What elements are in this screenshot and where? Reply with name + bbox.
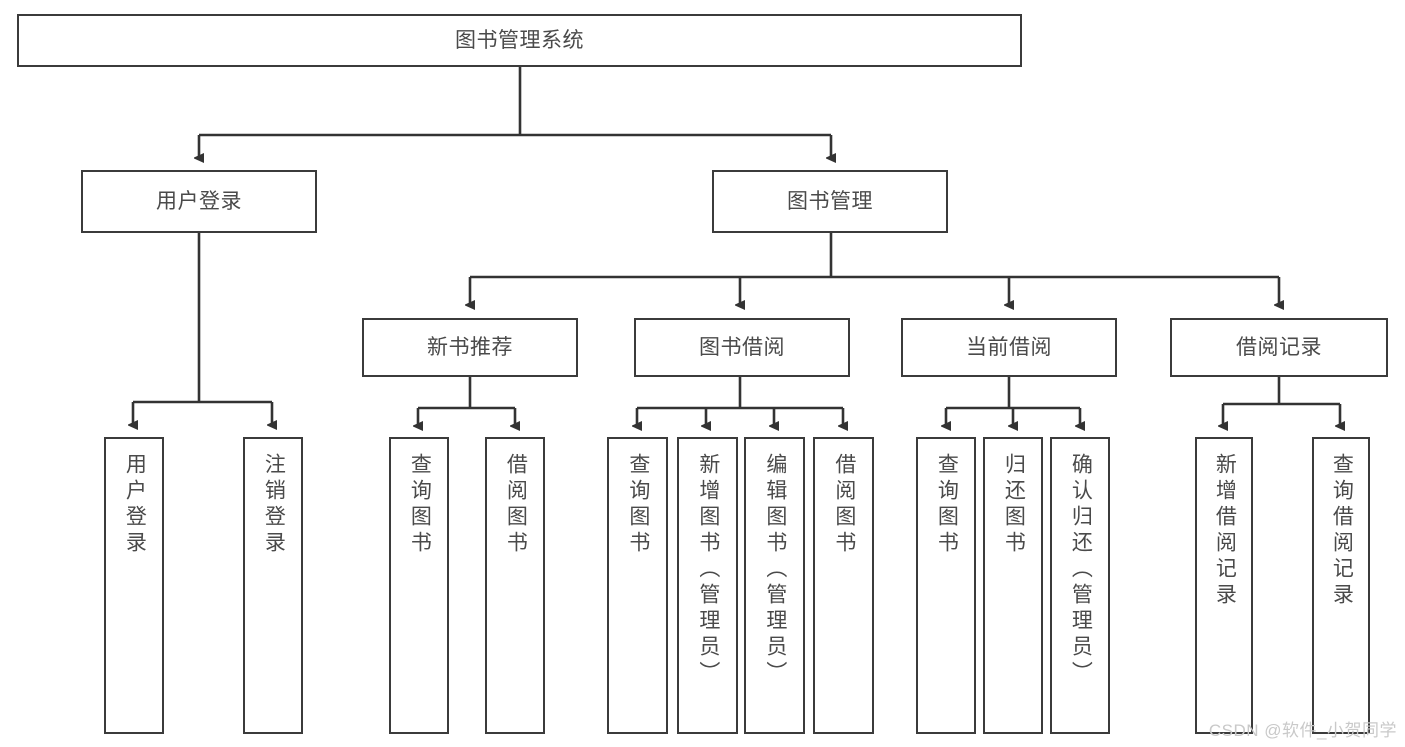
node-user-login-label: 用户登录 — [156, 189, 242, 213]
node-current-borrow-label: 当前借阅 — [966, 335, 1052, 359]
leaf-label: 借阅图书 — [832, 453, 856, 557]
leaf-book-borrow-3[interactable]: 借阅图书 — [813, 437, 874, 734]
leaf-current-borrow-0[interactable]: 查询图书 — [916, 437, 976, 734]
node-root-label: 图书管理系统 — [455, 28, 584, 52]
node-new-book-recommend-label: 新书推荐 — [427, 335, 513, 359]
leaf-user-login-1[interactable]: 注销登录 — [243, 437, 303, 734]
leaf-book-borrow-2[interactable]: 编辑图书（管理员） — [744, 437, 805, 734]
leaf-current-borrow-1[interactable]: 归还图书 — [983, 437, 1043, 734]
node-book-management[interactable]: 图书管理 — [712, 170, 948, 233]
leaf-label: 确认归还（管理员） — [1069, 453, 1093, 687]
leaf-label: 注销登录 — [262, 453, 286, 557]
csdn-watermark: CSDN @软件_小贺同学 — [1208, 721, 1397, 740]
leaf-book-borrow-1[interactable]: 新增图书（管理员） — [677, 437, 738, 734]
node-root[interactable]: 图书管理系统 — [17, 14, 1022, 67]
node-user-login[interactable]: 用户登录 — [81, 170, 317, 233]
leaf-borrow-record-0[interactable]: 新增借阅记录 — [1195, 437, 1253, 734]
node-borrow-record-label: 借阅记录 — [1236, 335, 1322, 359]
leaf-new-book-recommend-1[interactable]: 借阅图书 — [485, 437, 545, 734]
leaf-book-borrow-0[interactable]: 查询图书 — [607, 437, 668, 734]
leaf-label: 查询借阅记录 — [1330, 453, 1354, 609]
node-book-management-label: 图书管理 — [787, 189, 873, 213]
leaf-current-borrow-2[interactable]: 确认归还（管理员） — [1050, 437, 1110, 734]
leaf-label: 用户登录 — [123, 453, 147, 557]
leaf-user-login-0[interactable]: 用户登录 — [104, 437, 164, 734]
node-book-borrow[interactable]: 图书借阅 — [634, 318, 850, 377]
leaf-label: 编辑图书（管理员） — [763, 453, 787, 687]
leaf-label: 查询图书 — [626, 453, 650, 557]
node-book-borrow-label: 图书借阅 — [699, 335, 785, 359]
leaf-label: 新增借阅记录 — [1213, 453, 1237, 609]
node-new-book-recommend[interactable]: 新书推荐 — [362, 318, 578, 377]
leaf-label: 查询图书 — [935, 453, 959, 557]
node-current-borrow[interactable]: 当前借阅 — [901, 318, 1117, 377]
leaf-label: 借阅图书 — [504, 453, 528, 557]
leaf-new-book-recommend-0[interactable]: 查询图书 — [389, 437, 449, 734]
leaf-label: 归还图书 — [1002, 453, 1026, 557]
leaf-borrow-record-1[interactable]: 查询借阅记录 — [1312, 437, 1370, 734]
leaf-label: 新增图书（管理员） — [696, 453, 720, 687]
node-borrow-record[interactable]: 借阅记录 — [1170, 318, 1388, 377]
leaf-label: 查询图书 — [408, 453, 432, 557]
